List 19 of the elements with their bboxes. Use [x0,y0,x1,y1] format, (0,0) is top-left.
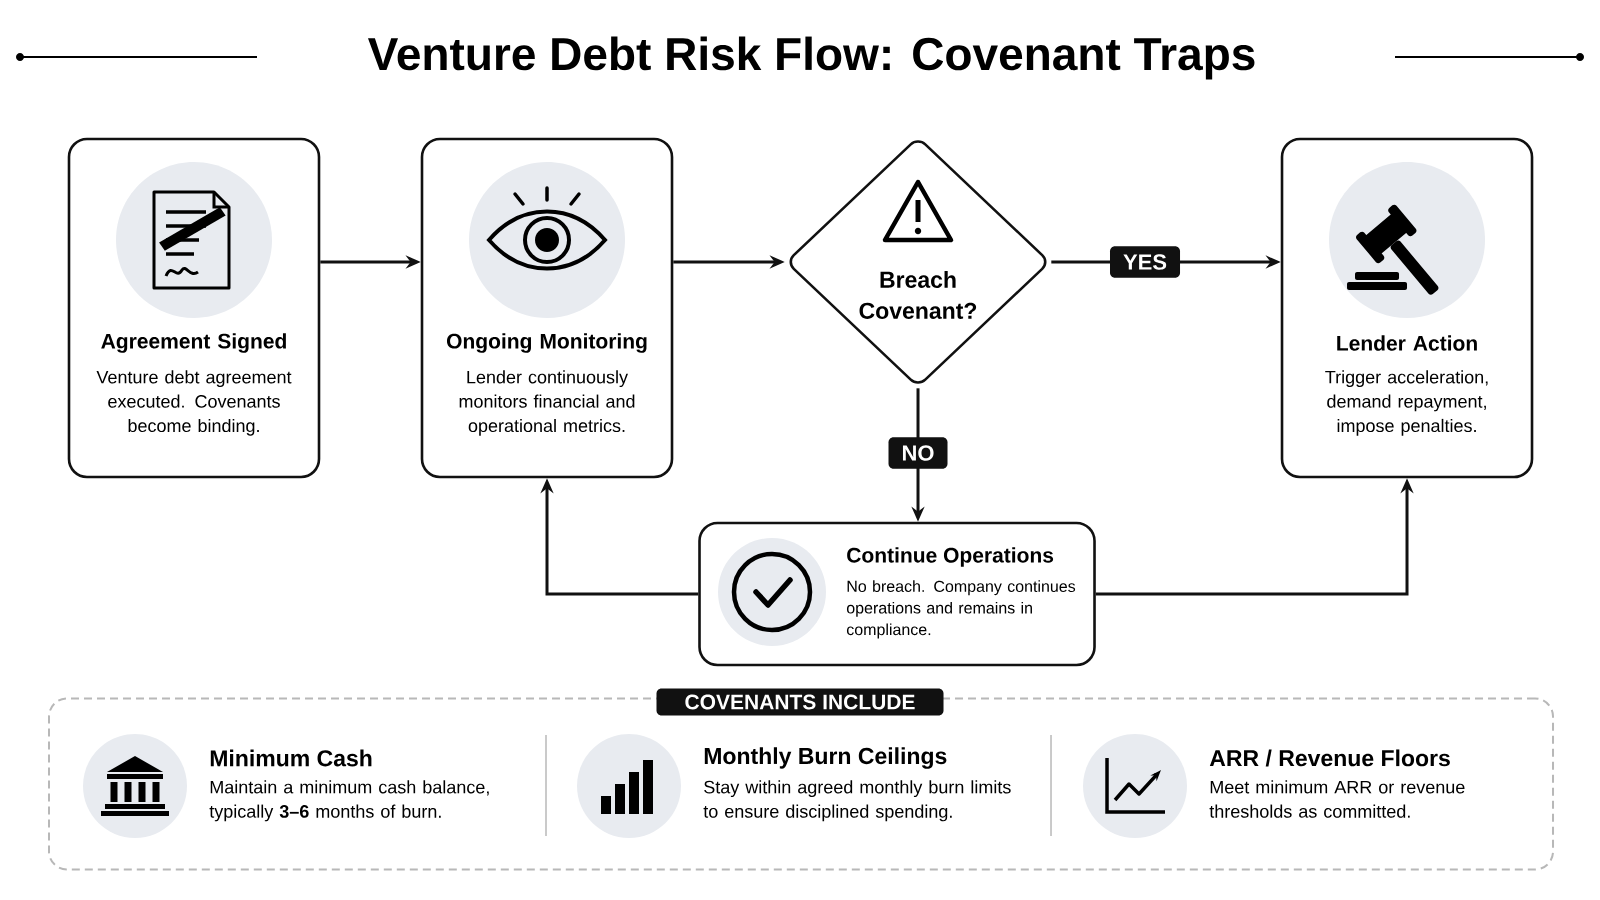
box-description: No breach. Company continues operations and remains in compliance. [846,580,1076,639]
item-heading: ARR / Revenue Floors [1209,749,1450,767]
edge-label: NO [888,437,948,469]
box-description: Venture debt agreement executed. Covenants become binding. [96,370,292,436]
panel-heading: COVENANTS INCLUDE [656,688,944,716]
box-heading: Agreement Signed [101,333,286,353]
box-description: Lender continuously monitors financial and operational metrics. [459,370,635,436]
box-description: Trigger acceleration, demand repayment, impose penalties. [1325,370,1488,436]
item-heading: Minimum Cash [210,749,372,767]
item-description: Stay within agreed monthly burn limits to ensure disciplined spending. [703,780,1011,822]
title: Venture Debt Risk Flow: Covenant Traps [368,36,1255,80]
box-heading: Lender Action [1337,335,1477,351]
box-heading: Ongoing Monitoring [447,333,647,353]
item-description: Meet minimum ARR or revenue thresholds as committed. [1209,780,1465,818]
edge-label: YES [1110,246,1181,278]
box-heading: Continue Operations [847,547,1054,567]
decision-text: Breach Covenant? [859,271,977,319]
item-description: Maintain a minimum cash balance, typically 3–6 months of burn. [209,780,489,822]
item-heading: Monthly Burn Ceilings [704,747,947,769]
